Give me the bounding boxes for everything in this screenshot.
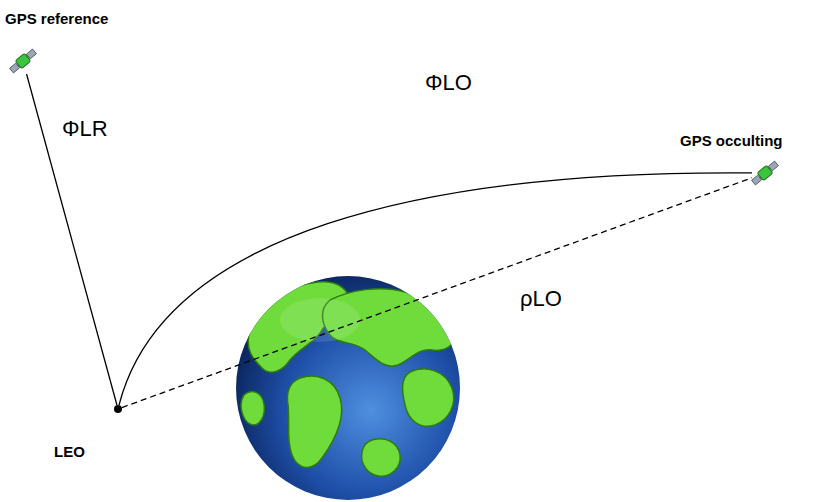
path-label: ΦLR [62,118,108,140]
node-icon [114,405,122,413]
satellite-node: GPS occulting [752,160,778,186]
straight-path [122,178,752,408]
solar-panel [10,63,20,73]
satellite-label: GPS occulting [680,132,783,149]
panel-strut [769,168,771,170]
panel-strut [17,64,19,66]
continents [241,282,455,476]
satellite-node: GPS reference [10,48,36,74]
panel-strut [759,176,761,178]
signal-path [27,74,117,405]
signal-path [119,173,752,405]
satellite-icon [750,160,779,187]
node-icon [752,160,778,186]
satellite-icon [8,48,37,75]
satellite-label: LEO [54,443,85,460]
panel-strut [27,56,29,58]
satellite-body [15,53,31,68]
earth-globe [236,276,460,500]
solar-panel [752,175,762,185]
path-label: ρLO [520,288,562,310]
solar-panel [768,161,778,171]
satellite-label: GPS reference [5,10,108,27]
receiver-node: LEO [114,405,122,413]
path-label: ΦLO [425,72,472,94]
satellite-body [757,165,773,180]
leo-dot [114,405,122,413]
node-icon [10,48,36,74]
solar-panel [26,49,36,59]
